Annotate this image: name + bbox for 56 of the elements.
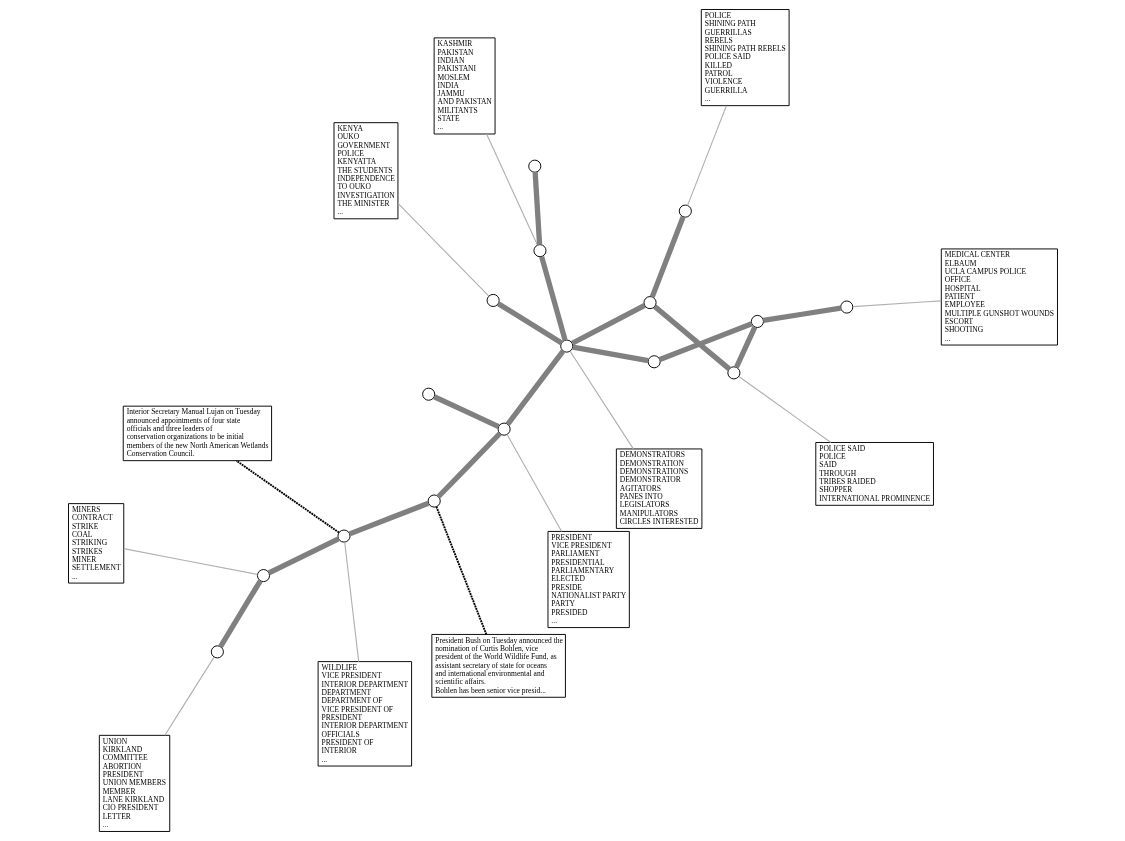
connector bbox=[532, 172, 542, 245]
node-circle bbox=[256, 569, 270, 583]
node-box: MEDICAL CENTER ELBAUM UCLA CAMPUS POLICE OFFICE HOSPITAL PATIENT EMPLOYEE MULTIPLE GUNSHOT WOUNDS ESCORT SHOOTING ... bbox=[940, 248, 1058, 346]
node-circle bbox=[427, 494, 441, 508]
node-box: DEMONSTRATORS DEMONSTRATION DEMONSTRATIONS DEMONSTRATOR AGITATORS PANES INTO LEGISLATORS MANIPULATORS CIRCLES INTERESTED bbox=[615, 448, 702, 529]
connector bbox=[343, 541, 359, 663]
node-circle bbox=[421, 387, 435, 401]
connector bbox=[434, 505, 487, 636]
connector bbox=[733, 325, 757, 369]
node-circle bbox=[726, 366, 740, 380]
node-box: MINERS CONTRACT STRIKE COAL STRIKING STRIKES MINER SETTLEMENT ... bbox=[67, 503, 124, 584]
connector bbox=[432, 394, 500, 429]
connector bbox=[267, 536, 340, 576]
connector bbox=[496, 301, 563, 346]
connector bbox=[538, 255, 568, 341]
node-box: POLICE SAID POLICE SAID THROUGH TRIBES RAIDED SHOPPER INTERNATIONAL PROMINENCE bbox=[814, 442, 934, 506]
connector bbox=[163, 656, 215, 736]
connector bbox=[569, 350, 634, 450]
node-box: KASHMIR PAKISTAN INDIAN PAKISTANI MOSLEM INDIA JAMMU AND PAKISTAN MILITANTS STATE ... bbox=[433, 37, 496, 135]
node-circle bbox=[643, 296, 657, 310]
node-circle bbox=[678, 204, 692, 218]
connector bbox=[485, 133, 538, 246]
connector bbox=[570, 303, 646, 346]
node-circle bbox=[750, 314, 764, 328]
connector bbox=[658, 321, 753, 362]
connector bbox=[652, 304, 731, 371]
node-circle bbox=[559, 339, 573, 353]
node-box: UNION KIRKLAND COMMITTEE ABORTION PRESIDENT UNION MEMBERS MEMBER LANE KIRKLAND CIO PRESIDENT LETTER ... bbox=[98, 734, 170, 832]
connector bbox=[686, 105, 727, 206]
connector bbox=[234, 459, 340, 534]
node-circle bbox=[839, 300, 853, 314]
node-circle bbox=[497, 422, 511, 436]
connector bbox=[397, 202, 489, 297]
node-circle bbox=[210, 645, 224, 659]
node-circle bbox=[532, 244, 546, 258]
connector bbox=[762, 305, 841, 324]
connector bbox=[436, 431, 502, 499]
connector bbox=[348, 500, 429, 537]
node-circle bbox=[486, 293, 500, 307]
node-box: POLICE SHINING PATH GUERRILLAS REBELS SHINING PATH REBELS POLICE SAID KILLED PATROL VIOLENCE GUERRILLA ... bbox=[700, 9, 790, 107]
connector bbox=[122, 548, 258, 575]
connector bbox=[217, 579, 263, 648]
node-box: WILDLIFE VICE PRESIDENT INTERIOR DEPARTMENT DEPARTMENT DEPARTMENT OF VICE PRESIDENT OF PRESIDENT INTERIOR DEPARTMENT OFFICIALS PRESIDENT OF INTERIOR ... bbox=[317, 661, 412, 767]
connector bbox=[506, 433, 562, 532]
node-box: President Bush on Tuesday announced the nomination of Curtis Bohlen, vice president of the World Wildlife Fund, as assistant secretary of state for oceans and international environmental and scientific affairs. Bohlen has been senior vice presid... bbox=[430, 633, 566, 698]
connector bbox=[505, 349, 565, 426]
node-circle bbox=[336, 529, 350, 543]
node-box: KENYA OUKO GOVERNMENT POLICE KENYATTA THE STUDENTS INDEPENDENCE TO OUKO INVESTIGATION THE MINISTER ... bbox=[333, 122, 398, 220]
connector bbox=[737, 375, 831, 444]
connector bbox=[851, 300, 942, 308]
connector bbox=[649, 215, 686, 298]
connector bbox=[571, 344, 649, 364]
node-box: Interior Secretary Manual Lujan on Tuesday announced appointments of four state officials and three leaders of conservation organizations to be initial members of the new North American Wetlands Conservation Council. bbox=[122, 405, 272, 462]
node-circle bbox=[647, 355, 661, 369]
node-box: PRESIDENT VICE PRESIDENT PARLIAMENT PRESIDENTIAL PARLIAMENTARY ELECTED PRESIDE NATIONALIST PARTY PARTY PRESIDED ... bbox=[547, 530, 630, 629]
node-circle bbox=[527, 159, 541, 173]
